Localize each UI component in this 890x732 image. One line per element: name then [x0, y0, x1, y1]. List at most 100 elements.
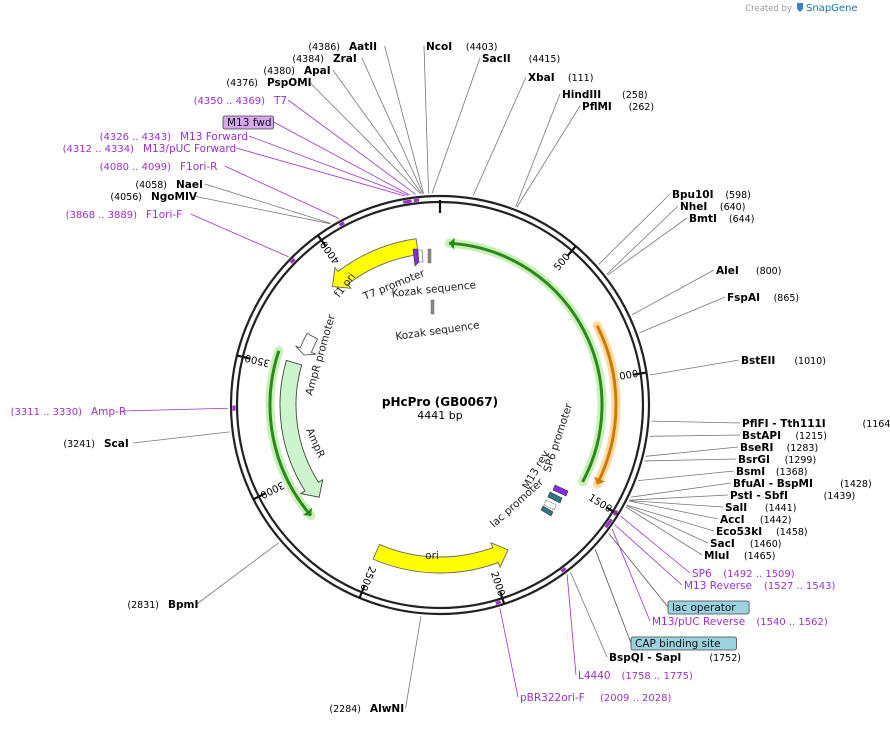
feature-label-ori: ori — [425, 550, 439, 562]
site-psti-sbfi[interactable]: PstI - SbfI(1439) — [730, 490, 855, 502]
site-acci[interactable]: AccI(1442) — [720, 514, 791, 526]
site-leader-pflmi — [517, 106, 580, 207]
primer-mark-m13-reverse — [608, 519, 611, 523]
site-name: ApaI — [304, 65, 331, 77]
primer-mark-m13-puc-reverse — [606, 523, 609, 527]
site-leader-bsteii — [650, 360, 739, 375]
site-mlui[interactable]: MluI(1465) — [704, 550, 775, 562]
site-leader-pspomi — [309, 82, 420, 194]
primer-name: M13 Forward — [180, 131, 248, 143]
feature-ori[interactable] — [373, 543, 508, 573]
boxed-label-m13-fwd[interactable]: M13 fwd — [223, 116, 274, 129]
primer-name: pBR322ori-F — [520, 692, 585, 704]
primer-sp6[interactable]: SP6(1492 .. 1509) — [692, 568, 795, 580]
site-leader-bstapi — [650, 435, 740, 436]
site-pflfi-tth111i[interactable]: PflFI - Tth111I(1164) — [742, 418, 890, 430]
site-eco53ki[interactable]: Eco53kI(1458) — [716, 526, 808, 538]
primer-amp-r[interactable]: Amp-R(3311 .. 3330) — [11, 406, 127, 418]
primer-position: (4326 .. 4343) — [100, 132, 172, 143]
boxed-label-text: lac operator — [672, 602, 736, 614]
site-leader-ngomiv — [193, 196, 330, 224]
site-alei[interactable]: AleI(800) — [716, 265, 781, 277]
primer-m13-forward[interactable]: M13 Forward (4326 .. 4343) — [100, 131, 248, 143]
site-name: AccI — [720, 514, 744, 526]
site-bsteii[interactable]: BstEII(1010) — [741, 355, 826, 367]
boxed-label-leader-lac-operator — [609, 533, 668, 607]
primer-position: (1527 .. 1543) — [764, 581, 836, 592]
site-sali[interactable]: SalI(1441) — [725, 502, 796, 514]
boxed-label-leader-cap-binding-site — [595, 549, 631, 643]
primer-position: (4080 .. 4099) — [100, 162, 172, 173]
inner-label-kozak-2: Kozak sequence — [395, 319, 481, 343]
site-fspai[interactable]: FspAI(865) — [727, 292, 799, 304]
primer-name: T7 — [273, 95, 287, 107]
site-bmti[interactable]: BmtI(644) — [689, 213, 754, 225]
site-bstapi[interactable]: BstAPI(1215) — [742, 430, 827, 442]
site-position: (4056) — [110, 192, 142, 203]
site-bseri[interactable]: BseRI(1283) — [740, 442, 818, 454]
site-position: (4386) — [308, 42, 340, 53]
site-bfuai-bspmi[interactable]: BfuAI - BspMI(1428) — [733, 478, 872, 490]
site-apai[interactable]: ApaI(4380) — [263, 65, 330, 77]
site-bpmi[interactable]: BpmI(2831) — [127, 599, 198, 611]
site-bspqi-sapi[interactable]: BspQI - SapI(1752) — [609, 652, 741, 664]
feature-arrow-0[interactable] — [449, 238, 602, 482]
site-alwni[interactable]: AlwNI(2284) — [329, 703, 404, 715]
site-leader-zrai — [362, 58, 423, 194]
feature-ori-shape — [373, 543, 508, 573]
site-leader-bspqi-sapi — [570, 572, 607, 657]
site-naei[interactable]: NaeI(4058) — [135, 179, 203, 191]
primer-leader-sp6 — [621, 516, 690, 573]
site-xbai[interactable]: XbaI(111) — [528, 72, 593, 84]
primer-l4440[interactable]: L4440(1758 .. 1775) — [578, 670, 693, 682]
site-leader-pflfi-tth111i — [651, 421, 740, 423]
primer-position: (1540 .. 1562) — [756, 617, 828, 628]
site-ncoi[interactable]: NcoI(4403) — [426, 41, 497, 53]
site-name: SalI — [725, 502, 747, 514]
primer-name: F1ori-F — [146, 209, 182, 221]
primer-position: (4312 .. 4334) — [63, 144, 135, 155]
site-name: NcoI — [426, 41, 452, 53]
primer-m13-puc-reverse[interactable]: M13/pUC Reverse(1540 .. 1562) — [652, 616, 828, 628]
primer-position: (3868 .. 3889) — [66, 210, 138, 221]
primer-m13-reverse[interactable]: M13 Reverse(1527 .. 1543) — [684, 580, 836, 592]
boxed-label-lac-operator[interactable]: lac operator — [668, 601, 749, 614]
primer-m13-puc-forward[interactable]: M13/pUC Forward(4312 .. 4334) — [63, 143, 237, 155]
site-ngomiv[interactable]: NgoMIV(4056) — [110, 191, 197, 203]
site-name: AatII — [349, 41, 377, 53]
primer-leader-m13-puc-forward — [236, 148, 404, 196]
site-sacii[interactable]: SacII(4415) — [482, 53, 560, 65]
primer-t7[interactable]: T7(4350 .. 4369) — [194, 95, 288, 107]
site-leader-naei — [205, 184, 331, 223]
site-pflmi[interactable]: PflMI(262) — [582, 101, 654, 113]
site-nhei[interactable]: NheI(640) — [680, 201, 745, 213]
tick-label-3000: 3000 — [258, 479, 286, 500]
primer-mark-f1ori-r — [340, 223, 345, 225]
primer-pbr322ori-f[interactable]: pBR322ori-F(2009 .. 2028) — [520, 692, 672, 704]
snapgene-logo-icon — [797, 3, 803, 12]
primer-mark-pbr322ori-f — [496, 602, 501, 603]
site-name: NaeI — [176, 179, 203, 191]
primer-mark-t7 — [414, 200, 419, 201]
site-bpu10i[interactable]: Bpu10I(598) — [672, 189, 751, 201]
primer-f1ori-r[interactable]: F1ori-R(4080 .. 4099) — [100, 161, 218, 173]
site-bsmi[interactable]: BsmI(1368) — [736, 466, 807, 478]
site-saci[interactable]: SacI(1460) — [710, 538, 781, 550]
site-leader-bpu10i — [599, 194, 670, 264]
site-position: (1299) — [785, 455, 817, 466]
feature-label-ampr: AmpR — [303, 426, 327, 460]
site-leader-bsrgi — [644, 459, 736, 461]
site-position: (258) — [622, 90, 648, 101]
site-hindiii[interactable]: HindIII(258) — [562, 89, 648, 101]
site-leader-psti-sbfi — [629, 495, 728, 500]
site-pspomi[interactable]: PspOMI(4376) — [226, 77, 311, 89]
site-zrai[interactable]: ZraI(4384) — [292, 53, 356, 65]
primer-f1ori-f[interactable]: F1ori-F (3868 .. 3889) — [66, 209, 183, 221]
site-bsrgi[interactable]: BsrGI(1299) — [738, 454, 816, 466]
boxed-label-cap-binding-site[interactable]: CAP binding site — [631, 637, 736, 650]
site-scai[interactable]: ScaI(3241) — [63, 438, 128, 450]
site-aatii[interactable]: AatII (4386) — [308, 41, 377, 53]
site-leader-bseri — [646, 447, 738, 456]
site-leader-fspai — [639, 297, 725, 333]
